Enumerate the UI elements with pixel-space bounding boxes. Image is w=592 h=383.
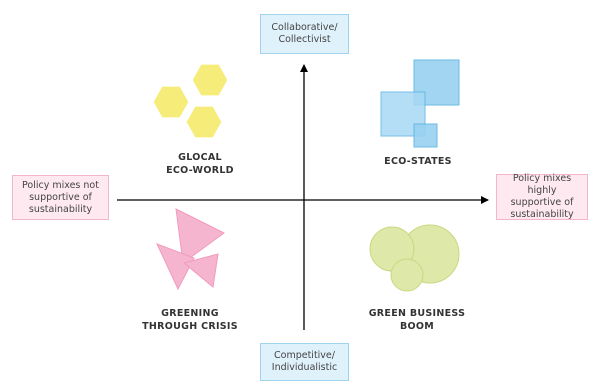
quadrant-top-left-line-1: GLOCAL (178, 152, 222, 163)
axis-left-label: Policy mixes not supportive of sustainab… (12, 175, 109, 220)
quadrant-bottom-left-label: GREENING THROUGH CRISIS (130, 307, 250, 333)
quadrant-bottom-left-line-2: THROUGH CRISIS (142, 321, 238, 332)
quadrant-bottom-right-line-2: BOOM (399, 321, 435, 332)
overlapping-circles-icon (369, 224, 460, 292)
quadrant-bottom-left-line-1: GREENING (161, 308, 219, 319)
axis-left-line-2: supportive of (29, 191, 92, 203)
overlapping-squares-icon (380, 59, 460, 148)
axis-top-line-2: Collectivist (278, 34, 331, 45)
overlapping-triangles-icon (156, 208, 225, 291)
axis-bottom-label: Competitive/ Individualistic (260, 343, 349, 381)
axis-top-label: Collaborative/ Collectivist (260, 14, 349, 54)
hexagon-cluster-icon (152, 63, 229, 139)
axis-right-line-3: sustainability (510, 209, 574, 220)
axis-left-line-3: sustainability (28, 203, 93, 215)
quadrant-top-right-label: ECO-STATES (363, 155, 473, 168)
quadrant-bottom-right-line-1: GREEN BUSINESS (368, 308, 466, 319)
axis-bottom-line-1: Competitive/ (274, 350, 335, 361)
quadrant-top-left-label: GLOCAL ECO-WORLD (145, 151, 255, 177)
quadrant-bottom-right-label: GREEN BUSINESS BOOM (357, 307, 477, 333)
axis-top-line-1: Collaborative/ (271, 22, 338, 33)
axis-bottom-line-2: Individualistic (271, 362, 338, 373)
axis-right-line-1: Policy mixes highly (512, 173, 572, 196)
axis-right-line-2: supportive of (510, 197, 574, 208)
axis-left-line-1: Policy mixes not (22, 179, 99, 191)
quadrant-top-right-line-1: ECO-STATES (384, 156, 452, 167)
quadrant-top-left-line-2: ECO-WORLD (166, 165, 234, 176)
axis-right-label: Policy mixes highly supportive of sustai… (496, 173, 588, 220)
